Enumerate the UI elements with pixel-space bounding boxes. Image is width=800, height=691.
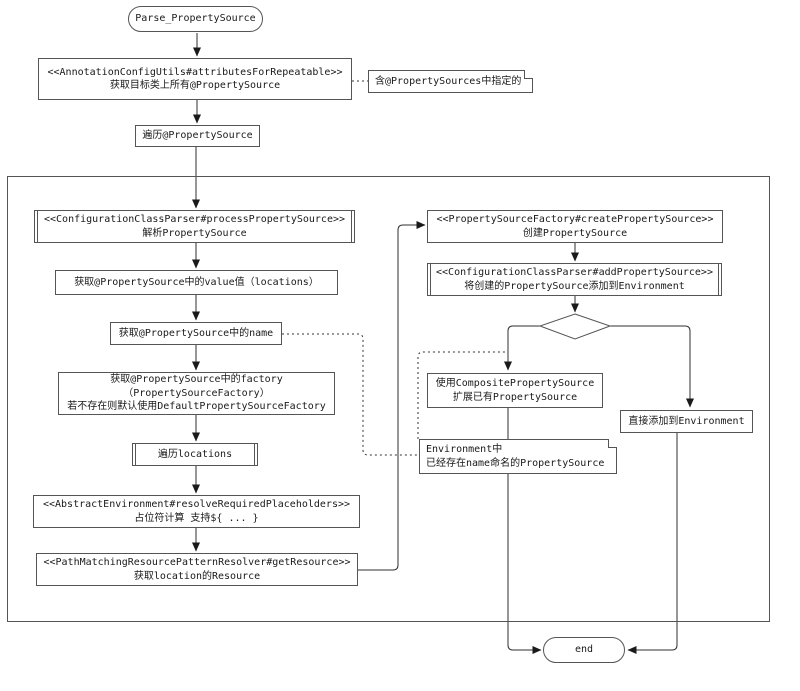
- node-add-property-source: <<ConfigurationClassParser#addPropertySo…: [427, 263, 722, 296]
- partition-frame: [7, 176, 770, 622]
- node-process-property-source: <<ConfigurationClassParser#processProper…: [34, 210, 355, 243]
- node-composite-extend: 使用CompositePropertySource 扩展已有PropertySo…: [427, 373, 603, 408]
- note-fold-icon: [524, 70, 533, 79]
- note-name-exists: Environment中 已经存在name命名的PropertySource: [419, 439, 617, 474]
- node-get-resource: <<PathMatchingResourcePatternResolver#ge…: [36, 553, 358, 586]
- node-get-factory: 获取@PropertySource中的factory （PropertySour…: [58, 372, 335, 415]
- end-node: end: [543, 637, 625, 663]
- note-repeatable-text: 含@PropertySources中指定的: [375, 75, 522, 87]
- node-create-property-source: <<PropertySourceFactory#createPropertySo…: [427, 210, 723, 243]
- node-resolve-placeholders: <<AbstractEnvironment#resolveRequiredPla…: [33, 495, 360, 528]
- node-iterate-locations: 遍历locations: [132, 443, 258, 466]
- note-repeatable: 含@PropertySources中指定的: [368, 70, 533, 93]
- node-get-value: 获取@PropertySource中的value值（locations）: [55, 270, 338, 295]
- start-node: Parse_PropertySource: [128, 6, 263, 32]
- node-get-name: 获取@PropertySource中的name: [110, 322, 282, 345]
- node-add-directly: 直接添加到Environment: [620, 410, 753, 433]
- note-fold-icon: [608, 439, 617, 448]
- note-name-exists-text: Environment中 已经存在name命名的PropertySource: [426, 443, 605, 469]
- node-iterate-property-source: 遍历@PropertySource: [135, 125, 260, 147]
- node-get-annotations: <<AnnotationConfigUtils#attributesForRep…: [38, 58, 352, 100]
